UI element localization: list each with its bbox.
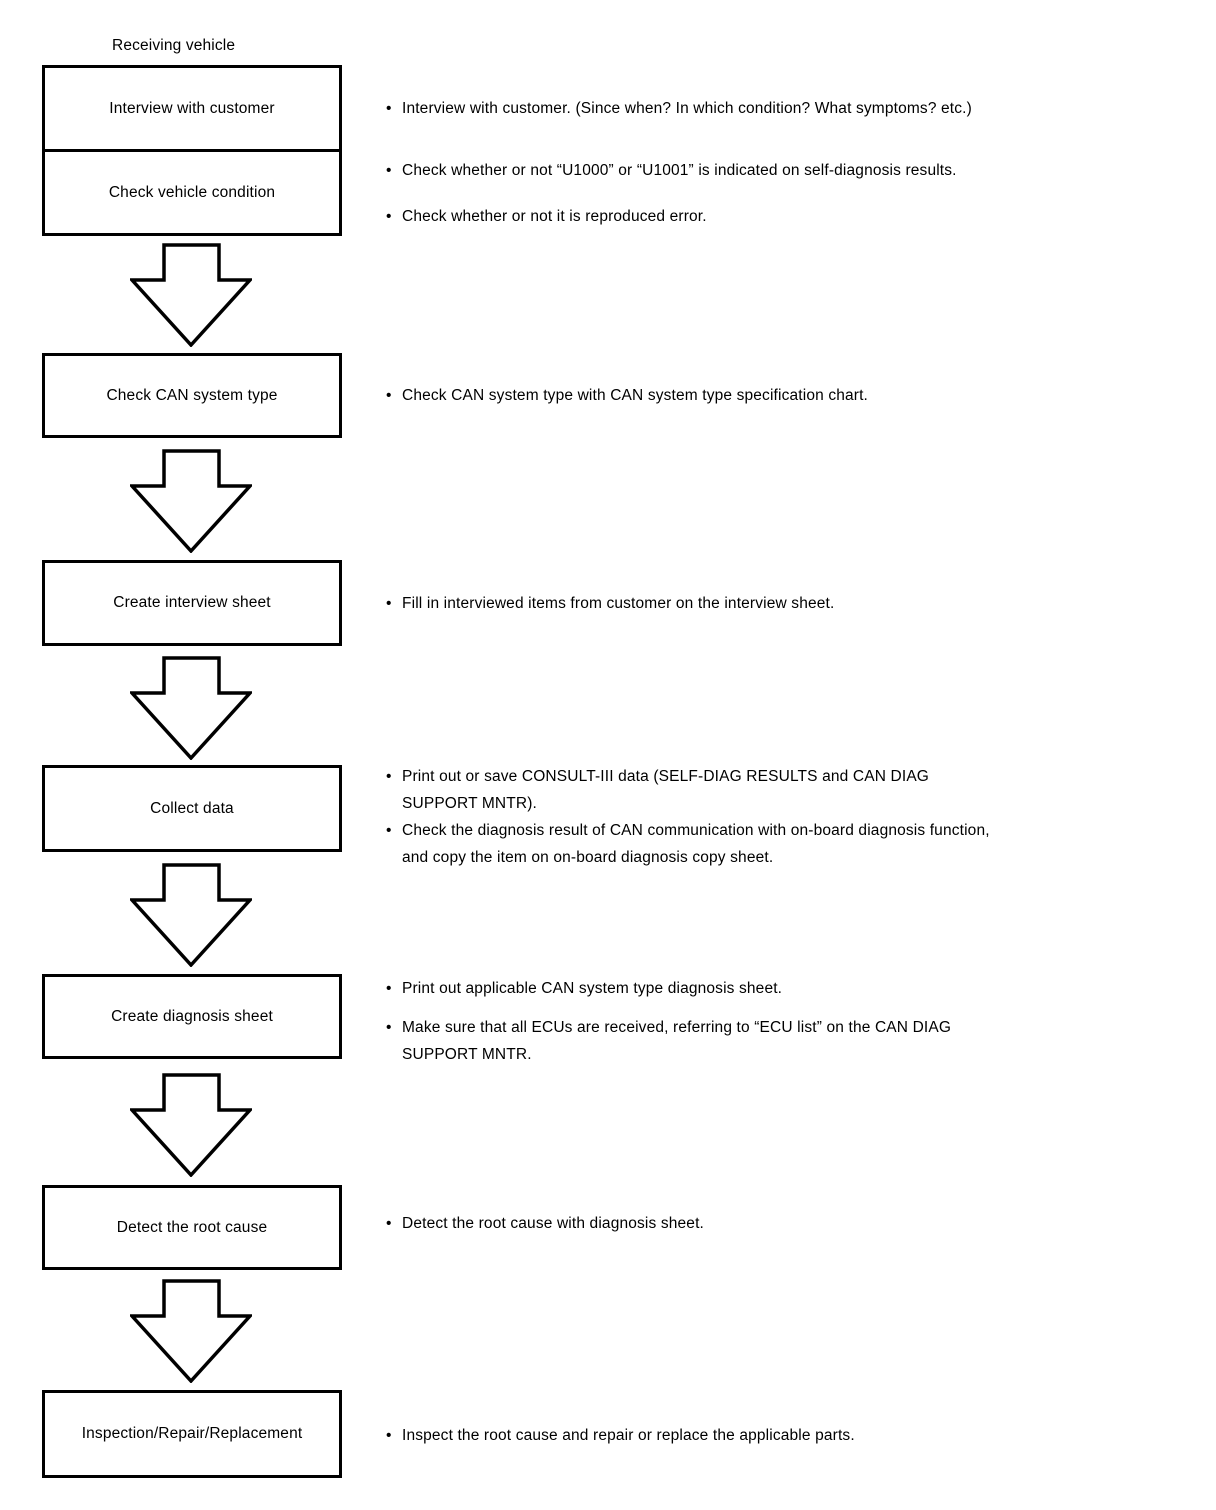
step-box-create-diagnosis-sheet: Create diagnosis sheet (42, 974, 342, 1059)
bullet-icon: • (386, 1427, 392, 1444)
note-line: Check CAN system type with CAN system ty… (402, 387, 868, 404)
bullet-icon: • (386, 1019, 392, 1036)
step-box-stack: Interview with customer Check vehicle co… (42, 65, 342, 236)
down-arrow-icon (130, 656, 252, 760)
note-item: • Fill in interviewed items from custome… (386, 590, 834, 617)
note-line: Interview with customer. (Since when? In… (402, 100, 972, 117)
bullet-icon: • (386, 208, 392, 225)
step-label: Check vehicle condition (108, 183, 276, 201)
step-box-create-interview-sheet: Create interview sheet (42, 560, 342, 646)
note-line: SUPPORT MNTR). (402, 795, 538, 812)
note-line: Check the diagnosis result of CAN commun… (402, 822, 990, 839)
bullet-icon: • (386, 768, 392, 785)
bullet-icon: • (386, 162, 392, 179)
note-item: • Print out or save CONSULT-III data (SE… (386, 763, 929, 817)
note-line: Detect the root cause with diagnosis she… (402, 1215, 704, 1232)
bullet-icon: • (386, 387, 392, 404)
note-line: Print out or save CONSULT-III data (SELF… (402, 768, 930, 785)
flow-start-label: Receiving vehicle (112, 37, 236, 54)
step-box-collect-data: Collect data (42, 765, 342, 852)
bullet-icon: • (386, 100, 392, 117)
down-arrow-icon (130, 1073, 252, 1177)
note-line: SUPPORT MNTR. (402, 1046, 532, 1063)
step-label: Check CAN system type (106, 386, 278, 404)
note-line: and copy the item on on-board diagnosis … (402, 849, 774, 866)
note-line: Check whether or not “U1000” or “U1001” … (402, 162, 957, 179)
note-item: • Print out applicable CAN system type d… (386, 975, 782, 1002)
note-item: • Check whether or not it is reproduced … (386, 203, 707, 230)
note-line: Check whether or not it is reproduced er… (402, 208, 707, 225)
note-item: • Detect the root cause with diagnosis s… (386, 1210, 704, 1237)
bullet-icon: • (386, 822, 392, 839)
step-label: Create diagnosis sheet (111, 1007, 273, 1025)
step-label: Detect the root cause (116, 1218, 268, 1236)
step-box-interview-with-customer: Interview with customer (45, 68, 339, 152)
down-arrow-icon (130, 1279, 252, 1383)
step-label: Collect data (150, 799, 234, 817)
note-line: Print out applicable CAN system type dia… (402, 980, 783, 997)
step-box-check-can-system-type: Check CAN system type (42, 353, 342, 438)
step-label: Create interview sheet (113, 594, 271, 611)
bullet-icon: • (386, 980, 392, 997)
step-label: Interview with customer (109, 99, 275, 117)
step-label: Inspection/Repair/Replacement (81, 1425, 303, 1442)
note-item: • Check whether or not “U1000” or “U1001… (386, 157, 957, 184)
step-box-check-vehicle-condition: Check vehicle condition (45, 152, 339, 233)
note-item: • Make sure that all ECUs are received, … (386, 1014, 951, 1068)
bullet-icon: • (386, 595, 392, 612)
step-box-detect-the-root-cause: Detect the root cause (42, 1185, 342, 1270)
note-line: Fill in interviewed items from customer … (402, 595, 835, 612)
step-box-inspection-repair-replacement: Inspection/Repair/Replacement (42, 1390, 342, 1478)
down-arrow-icon (130, 243, 252, 347)
note-line: Inspect the root cause and repair or rep… (402, 1427, 855, 1444)
note-item: • Check CAN system type with CAN system … (386, 382, 868, 409)
note-item: • Check the diagnosis result of CAN comm… (386, 817, 990, 871)
note-item: • Interview with customer. (Since when? … (386, 95, 972, 122)
down-arrow-icon (130, 449, 252, 553)
down-arrow-icon (130, 863, 252, 967)
bullet-icon: • (386, 1215, 392, 1232)
note-item: • Inspect the root cause and repair or r… (386, 1422, 855, 1449)
note-line: Make sure that all ECUs are received, re… (402, 1019, 952, 1036)
